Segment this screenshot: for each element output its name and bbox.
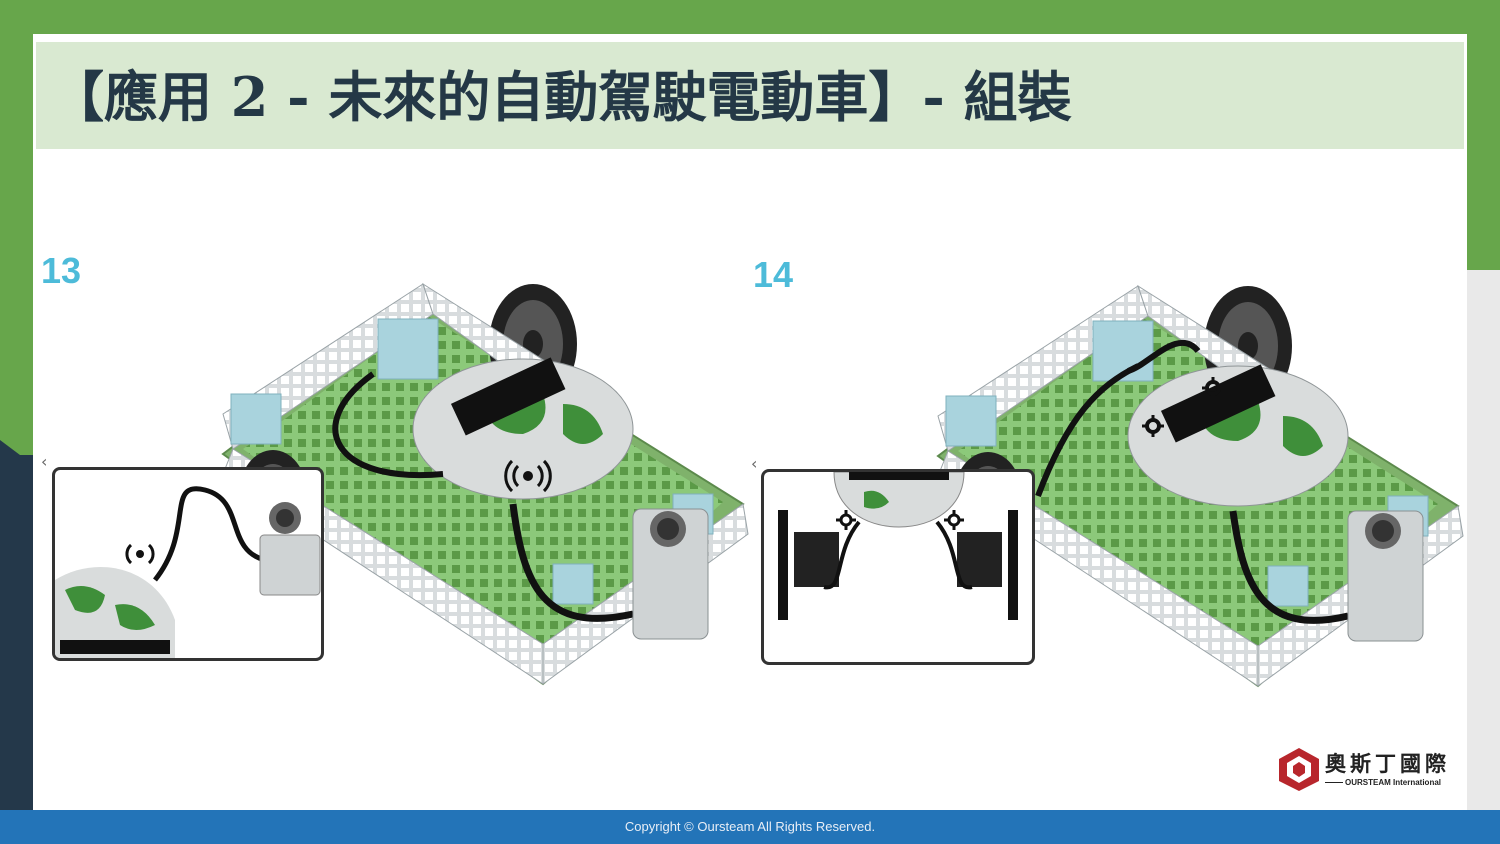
step-14-detail-inset [761,469,1035,665]
gear-icon [836,510,856,530]
logo-line [1325,782,1343,783]
logo-name-en: OURSTEAM International [1345,778,1442,787]
gear-icon [1142,415,1164,437]
title-bar: 【應用 2 - 未來的自動駕駛電動車】- 組裝 [36,42,1464,149]
gear-icon [1202,377,1224,399]
gear-icon [944,510,964,530]
step-13-number: 13 [41,250,82,291]
page-title: 【應用 2 - 未來的自動駕駛電動車】- 組裝 [50,65,1072,129]
copyright-text: Copyright © Oursteam All Rights Reserved… [624,819,876,834]
broadcast-icon [504,459,552,493]
slide: 【應用 2 - 未來的自動駕駛電動車】- 組裝 13 [33,34,1467,810]
chevron-left-icon: ‹ [751,454,758,473]
broadcast-icon [125,543,155,565]
step-13-robot-car-illustration [221,282,749,686]
oursteam-logo: 奧斯丁國際 OURSTEAM International [1277,746,1459,796]
right-decor-band [1466,270,1500,815]
logo-name-cn: 奧斯丁國際 [1325,752,1450,776]
footer: Copyright © Oursteam All Rights Reserved… [0,810,1500,844]
chevron-left-icon: ‹ [41,452,48,471]
logo-cube-icon [1279,748,1319,791]
step-13-detail-inset [52,467,324,661]
step-14-number: 14 [753,254,794,295]
